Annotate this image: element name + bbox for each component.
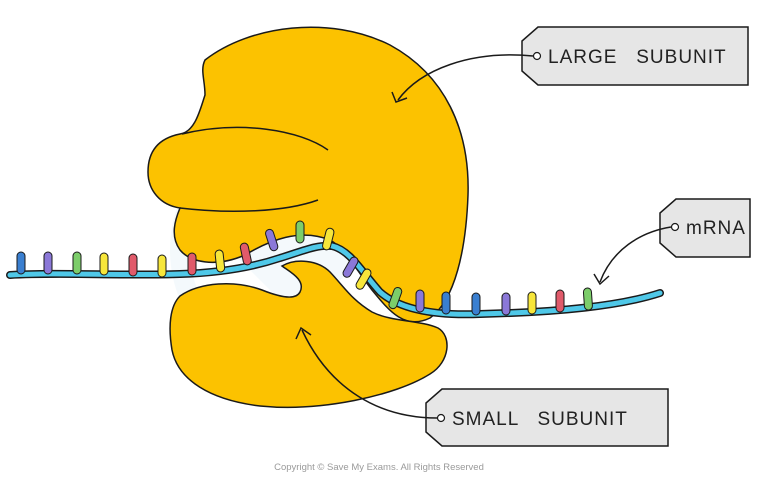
small-subunit-label-tag: SMALL SUBUNIT bbox=[426, 389, 668, 446]
nucleotide-base bbox=[158, 255, 166, 277]
tag-hole-icon bbox=[438, 415, 445, 422]
nucleotide-base bbox=[73, 252, 81, 274]
nucleotide-base bbox=[129, 254, 137, 276]
nucleotide-base bbox=[502, 293, 510, 315]
small-subunit-label: SMALL SUBUNIT bbox=[452, 409, 628, 430]
large-subunit-label: LARGE SUBUNIT bbox=[548, 47, 727, 68]
nucleotide-base bbox=[215, 250, 225, 273]
nucleotide-base bbox=[442, 292, 450, 314]
copyright-notice: Copyright © Save My Exams. All Rights Re… bbox=[0, 462, 758, 473]
nucleotide-base bbox=[296, 221, 304, 243]
nucleotide-base bbox=[583, 288, 593, 311]
nucleotide-base bbox=[472, 293, 480, 315]
nucleotide-base bbox=[44, 252, 52, 274]
mrna-label-tag: mRNA bbox=[660, 199, 750, 257]
tag-hole-icon bbox=[534, 53, 541, 60]
nucleotide-base bbox=[556, 290, 564, 312]
tag-hole-icon bbox=[672, 224, 679, 231]
nucleotide-base bbox=[188, 253, 196, 275]
nucleotide-base bbox=[100, 253, 108, 275]
nucleotide-base bbox=[528, 292, 536, 314]
mrna-label: mRNA bbox=[686, 218, 746, 239]
nucleotide-base bbox=[416, 290, 424, 312]
nucleotide-base bbox=[17, 252, 25, 274]
large-subunit-label-tag: LARGE SUBUNIT bbox=[522, 27, 748, 85]
